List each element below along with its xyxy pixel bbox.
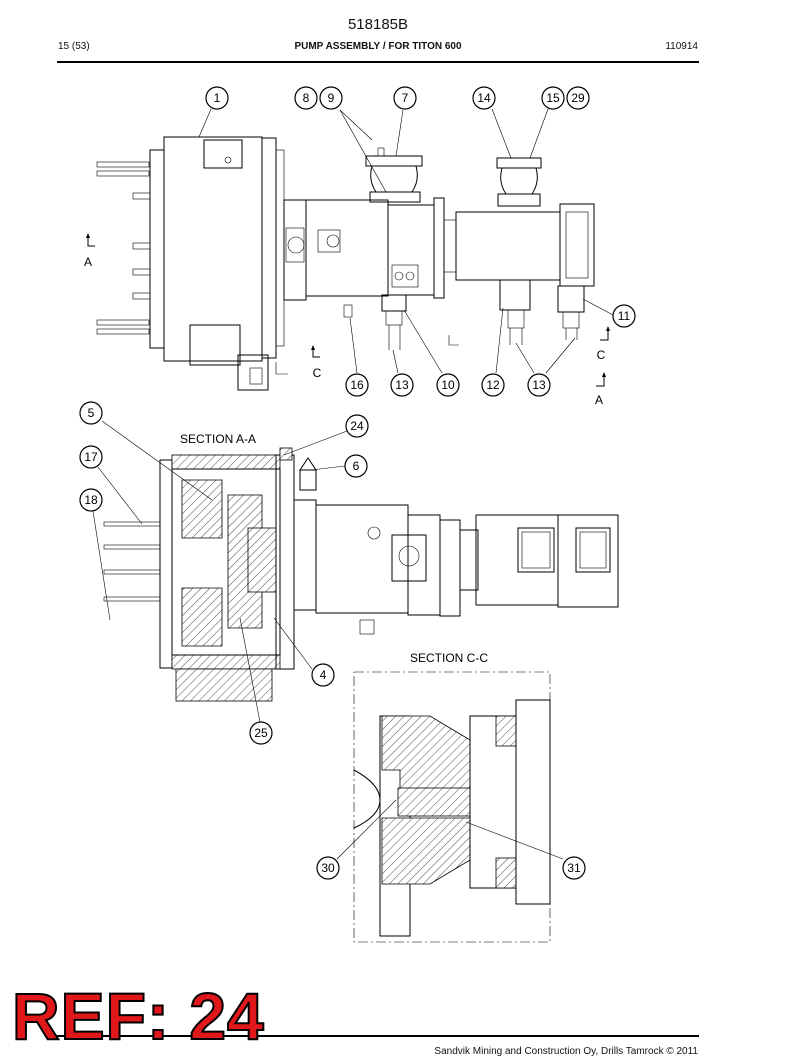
callout-30: 30: [316, 856, 340, 880]
callout-31: 31: [562, 856, 586, 880]
footer-divider: [57, 1035, 699, 1037]
callout-13-b: 13: [527, 373, 551, 397]
section-marker-c-left: C: [311, 345, 322, 380]
callout-30-label: 30: [321, 861, 335, 875]
callout-29-label: 29: [571, 91, 585, 105]
document-number: 518185B: [347, 16, 409, 33]
callout-16: 16: [345, 373, 369, 397]
callout-10: 10: [436, 373, 460, 397]
callout-12-label: 12: [486, 378, 500, 392]
callout-1: 1: [205, 86, 229, 110]
callout-25: 25: [249, 721, 273, 745]
section-c-c-title: SECTION C-C: [410, 651, 488, 665]
assembly-top-view: [96, 136, 595, 391]
section-marker-c-left-label: C: [313, 366, 322, 380]
callout-13-a: 13: [390, 373, 414, 397]
callout-10-label: 10: [441, 378, 455, 392]
page-number: 15 (53): [58, 41, 90, 52]
callout-29: 29: [566, 86, 590, 110]
callout-18: 18: [79, 488, 103, 512]
callout-4: 4: [311, 663, 335, 687]
callout-6: 6: [344, 454, 368, 478]
callout-18-label: 18: [84, 493, 98, 507]
callout-31-label: 31: [567, 861, 581, 875]
callout-16-label: 16: [350, 378, 364, 392]
callout-6-label: 6: [353, 459, 360, 473]
footer-copyright: Sandvik Mining and Construction Oy, Dril…: [434, 1046, 698, 1057]
reference-stamp: REF: 24: [11, 979, 265, 1053]
callout-15: 15: [541, 86, 565, 110]
callout-5: 5: [79, 401, 103, 425]
callout-5-label: 5: [88, 406, 95, 420]
callout-13-a-label: 13: [395, 378, 409, 392]
callout-11-label: 11: [618, 309, 631, 323]
callout-4-label: 4: [320, 668, 327, 682]
section-a-a-view: [103, 447, 619, 702]
callout-7-label: 7: [402, 91, 409, 105]
section-marker-a-left: A: [84, 233, 95, 269]
section-marker-a-left-label: A: [84, 255, 92, 269]
section-a-a-title: SECTION A-A: [180, 432, 256, 446]
callout-15-label: 15: [546, 91, 560, 105]
callout-25-label: 25: [254, 726, 268, 740]
callout-8: 8: [294, 86, 318, 110]
page-title: PUMP ASSEMBLY / FOR TITON 600: [294, 41, 462, 52]
callout-7: 7: [393, 86, 417, 110]
section-marker-a-right: A: [595, 372, 606, 407]
document-date: 110914: [665, 41, 698, 52]
section-c-c-view: [353, 671, 551, 943]
callout-9: 9: [319, 86, 343, 110]
callout-14-label: 14: [477, 91, 491, 105]
section-marker-a-right-label: A: [595, 393, 603, 407]
callout-8-label: 8: [303, 91, 310, 105]
callout-11: 11: [612, 304, 636, 328]
callout-17-label: 17: [84, 450, 98, 464]
callout-12: 12: [481, 373, 505, 397]
callout-24: 24: [345, 414, 369, 438]
leader-lines: [92, 108, 614, 860]
callout-17: 17: [79, 445, 103, 469]
header-divider: [57, 61, 699, 63]
callout-13-b-label: 13: [532, 378, 546, 392]
section-marker-c-right: C: [597, 326, 610, 362]
callout-24-label: 24: [350, 419, 364, 433]
section-marker-c-right-label: C: [597, 348, 606, 362]
callout-1-label: 1: [214, 91, 221, 105]
callout-14: 14: [472, 86, 496, 110]
callout-9-label: 9: [328, 91, 335, 105]
